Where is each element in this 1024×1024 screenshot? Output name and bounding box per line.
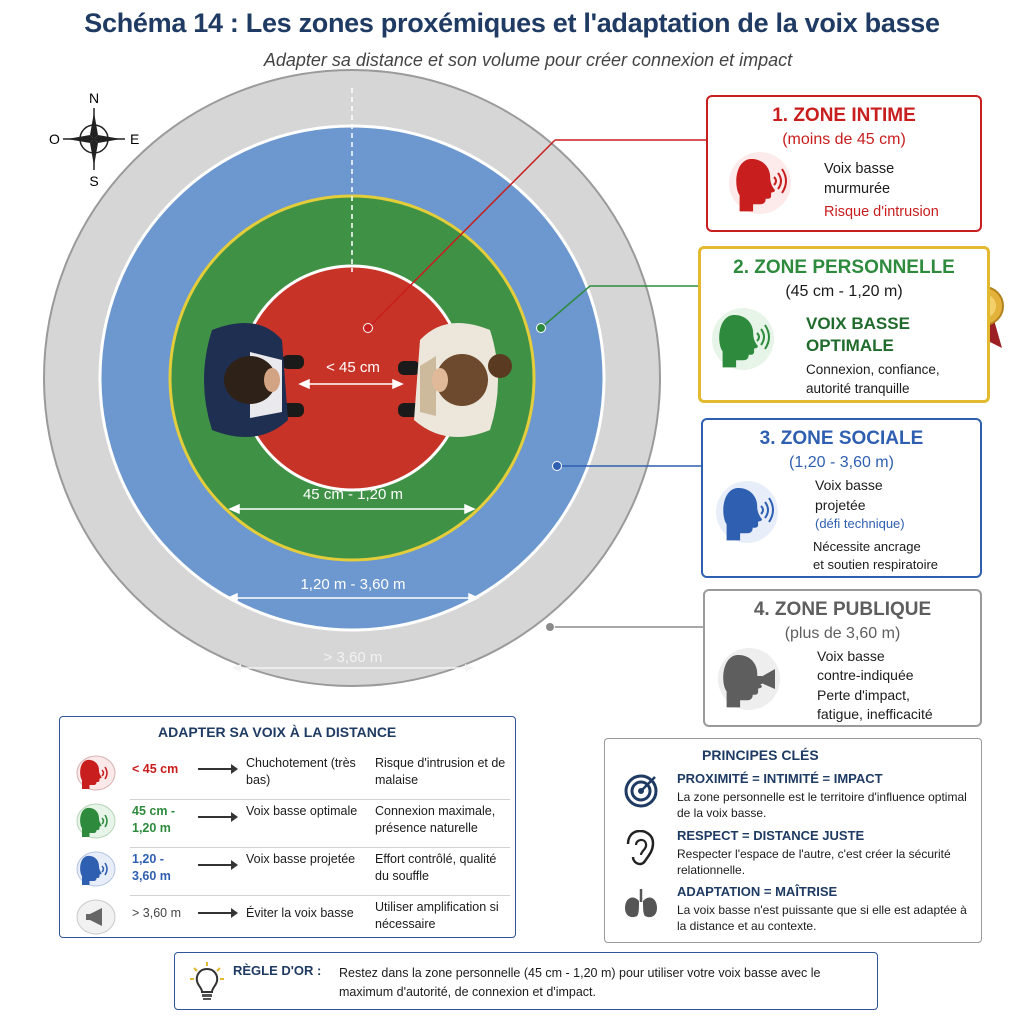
- table-range: > 3,60 m: [132, 906, 181, 920]
- person-right: [398, 322, 512, 438]
- voice-distance-table: ADAPTER SA VOIX À LA DISTANCE < 45 cm Ch…: [59, 716, 516, 938]
- speaking-head-icon: [715, 480, 779, 549]
- zone-sociale-line2: projetée: [815, 496, 866, 513]
- megaphone-head-icon: [717, 647, 781, 716]
- table-row: 45 cm - 1,20 m Voix basse optimale Conne…: [60, 797, 515, 845]
- speaking-head-icon: [76, 851, 116, 892]
- table-title: ADAPTER SA VOIX À LA DISTANCE: [158, 724, 397, 740]
- table-range: < 45 cm: [132, 762, 179, 776]
- zone-intime-card: 1. ZONE INTIME (moins de 45 cm) Voix bas…: [706, 95, 982, 232]
- zone-intime-range: (moins de 45 cm): [782, 131, 906, 148]
- principle-text: La zone personnelle est le territoire d'…: [677, 790, 967, 821]
- zone-sociale-line1: Voix basse: [815, 477, 883, 493]
- golden-rule-text: Restez dans la zone personnelle (45 cm -…: [339, 966, 821, 999]
- zone-publique-range: (plus de 3,60 m): [784, 625, 901, 642]
- golden-rule-title: RÈGLE D'OR :: [233, 963, 322, 978]
- principle-head: RESPECT = DISTANCE JUSTE: [677, 828, 865, 843]
- speaking-head-icon: [76, 755, 116, 796]
- table-effect: Effort contrôlé, qualité du souffle: [375, 852, 497, 883]
- principle-head: ADAPTATION = MAÎTRISE: [677, 884, 838, 899]
- arrow-icon: [198, 908, 238, 918]
- page-title: Schéma 14 : Les zones proxémiques et l'a…: [84, 8, 940, 38]
- zone-publique-line4: fatigue, inefficacité: [817, 705, 933, 722]
- table-effect: Utiliser amplification si nécessaire: [375, 900, 499, 931]
- table-range: 45 cm - 1,20 m: [132, 804, 176, 835]
- zone-connectors: [363, 139, 706, 632]
- table-range: 1,20 - 3,60 m: [132, 852, 171, 883]
- distance-arrows: [226, 378, 480, 672]
- compass-n: N: [89, 90, 99, 106]
- ring-label-intime: < 45 cm: [326, 359, 380, 376]
- zone-personnelle-line4: autorité tranquille: [806, 381, 910, 397]
- speaking-head-icon: [711, 307, 775, 376]
- zone-publique-line3: Perte d'impact,: [817, 686, 910, 703]
- zone-personnelle-line1: VOIX BASSE: [806, 314, 910, 333]
- compass-o: O: [49, 131, 60, 147]
- zone-sociale-card: 3. ZONE SOCIALE (1,20 - 3,60 m) Voix bas…: [701, 418, 982, 578]
- arrow-icon: [198, 764, 238, 774]
- megaphone-icon: [76, 899, 116, 940]
- zone-personnelle-card: 2. ZONE PERSONNELLE (45 cm - 1,20 m) VOI…: [698, 246, 990, 403]
- principles-title: PRINCIPES CLÉS: [702, 747, 819, 763]
- principle-text: Respecter l'espace de l'autre, c'est cré…: [677, 847, 951, 878]
- arrow-icon: [198, 860, 238, 870]
- lightbulb-icon: [189, 961, 225, 1006]
- table-voice: Voix basse optimale: [246, 804, 358, 818]
- zone-sociale-range: (1,20 - 3,60 m): [789, 454, 894, 471]
- zone-publique-title: 4. ZONE PUBLIQUE: [753, 599, 932, 620]
- table-voice: Chuchotement (très bas): [246, 756, 356, 787]
- page-subtitle: Adapter sa distance et son volume pour c…: [263, 50, 793, 70]
- zone-publique-line2: contre-indiquée: [817, 667, 914, 684]
- zone-personnelle-line2: OPTIMALE: [806, 336, 894, 356]
- zone-personnelle-line3: Connexion, confiance,: [806, 362, 940, 378]
- zone-publique-line1: Voix basse: [817, 648, 885, 664]
- table-voice: Voix basse projetée: [246, 852, 356, 866]
- table-effect: Connexion maximale, présence naturelle: [375, 804, 496, 835]
- zone-intime-title: 1. ZONE INTIME: [772, 105, 916, 126]
- zone-publique-card: 4. ZONE PUBLIQUE (plus de 3,60 m) Voix b…: [703, 589, 982, 727]
- zone-personnelle-range: (45 cm - 1,20 m): [785, 283, 903, 300]
- compass-icon: N S E O: [49, 90, 139, 189]
- zone-sociale-line4: Nécessite ancrage: [813, 539, 921, 554]
- zone-sociale-line3: (défi technique): [815, 516, 905, 532]
- person-left: [204, 322, 304, 438]
- ring-label-publique: > 3,60 m: [324, 649, 383, 666]
- zone-intime-line1: Voix basse: [824, 161, 895, 177]
- table-effect: Risque d'intrusion et de malaise: [375, 756, 506, 787]
- zone-intime-line2: murmurée: [824, 181, 891, 198]
- ear-icon: [623, 829, 659, 873]
- principle-text: La voix basse n'est puissante que si ell…: [677, 903, 967, 934]
- compass-s: S: [89, 173, 98, 189]
- zone-sociale-title: 3. ZONE SOCIALE: [759, 428, 924, 449]
- table-row: 1,20 - 3,60 m Voix basse projetée Effort…: [60, 845, 515, 893]
- ring-label-personnelle: 45 cm - 1,20 m: [303, 486, 403, 503]
- target-icon: [623, 773, 659, 814]
- zone-personnelle-title: 2. ZONE PERSONNELLE: [733, 257, 955, 278]
- speaking-head-icon: [76, 803, 116, 844]
- principle-head: PROXIMITÉ = INTIMITÉ = IMPACT: [677, 771, 883, 786]
- ring-label-sociale: 1,20 m - 3,60 m: [300, 576, 405, 593]
- compass-e: E: [130, 131, 139, 147]
- table-row: > 3,60 m Éviter la voix basse Utiliser a…: [60, 893, 515, 941]
- table-row: < 45 cm Chuchotement (très bas) Risque d…: [60, 749, 515, 797]
- table-voice: Éviter la voix basse: [246, 906, 354, 920]
- principles-box: PRINCIPES CLÉS PROXIMITÉ = INTIMITÉ = IM…: [604, 738, 982, 943]
- golden-rule-box: RÈGLE D'OR : Restez dans la zone personn…: [174, 952, 878, 1010]
- speaking-head-icon: [728, 151, 792, 220]
- arrow-icon: [198, 812, 238, 822]
- zone-sociale-line5: et soutien respiratoire: [813, 557, 939, 573]
- lungs-icon: [623, 886, 659, 927]
- zone-intime-line3: Risque d'intrusion: [824, 203, 939, 220]
